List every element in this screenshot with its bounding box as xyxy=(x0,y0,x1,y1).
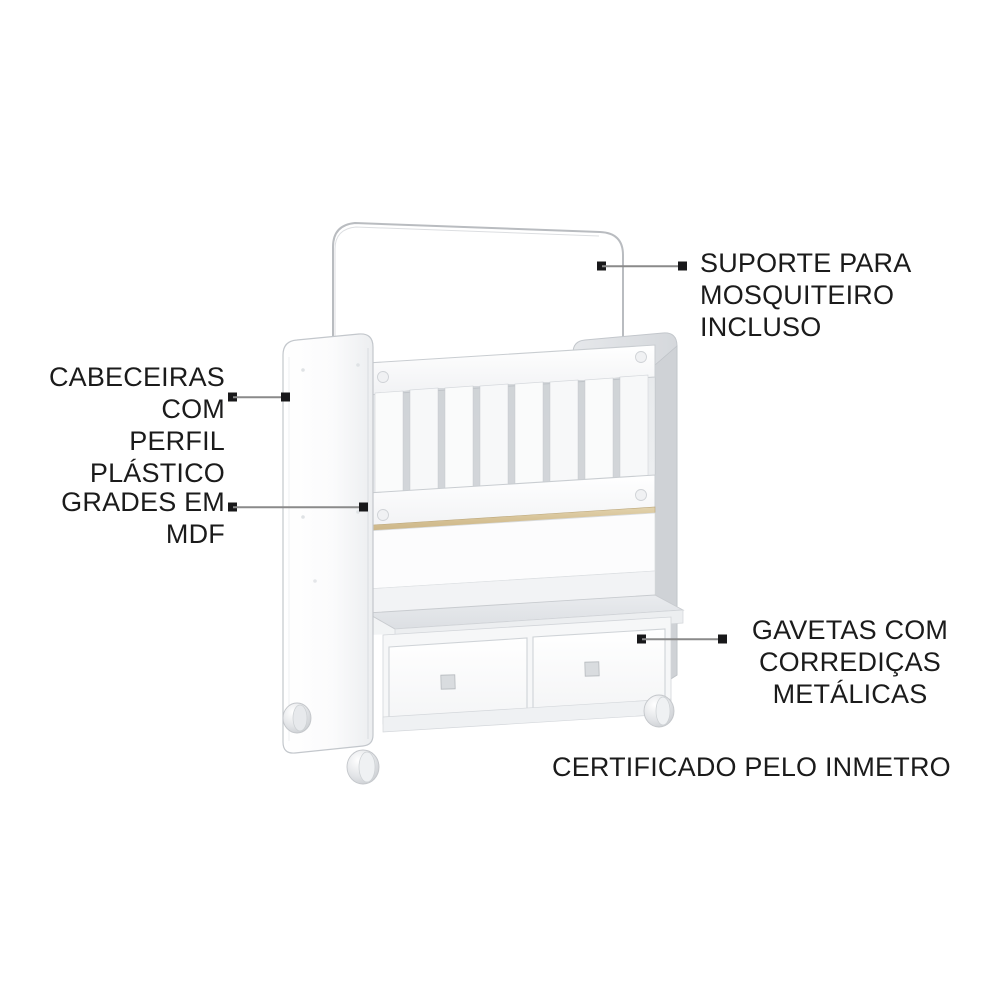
slat-group xyxy=(374,374,649,505)
mosquito-net-arch xyxy=(332,221,624,561)
callout-label-grades: GRADES EM MDF xyxy=(61,487,225,549)
leader-line-gavetas xyxy=(637,634,727,644)
leader-line-segment xyxy=(602,265,682,267)
leader-line-segment xyxy=(233,396,285,398)
leader-dot-label xyxy=(718,634,727,644)
callout-label-cabeceiras: CABECEIRAS COM PERFIL PLÁSTICO xyxy=(48,362,225,488)
leader-line-segment xyxy=(642,638,722,640)
caster-front-left xyxy=(346,749,380,785)
leader-dot-label xyxy=(228,392,237,402)
caster-group xyxy=(282,694,675,785)
product-illustration xyxy=(255,205,725,805)
caster-rear-left xyxy=(282,702,312,734)
left-headboard-panel xyxy=(282,333,374,754)
callout-label-inmetro: CERTIFICADO PELO INMETRO xyxy=(552,752,951,782)
screw-cap xyxy=(635,351,647,363)
slat-gap-shadow xyxy=(403,377,620,501)
leader-line-grades xyxy=(228,502,368,512)
leader-dot-anchor xyxy=(637,634,646,644)
drawer-handle-left xyxy=(440,674,456,690)
screw-cap xyxy=(377,371,389,383)
drawer-unit xyxy=(382,616,672,733)
leader-dot-anchor xyxy=(597,261,606,271)
drawer-right xyxy=(532,628,666,714)
screw-cap xyxy=(377,509,389,521)
leader-line-suporte xyxy=(597,261,687,271)
leader-dot-label xyxy=(678,261,687,271)
slat-rail xyxy=(366,344,656,532)
leader-dot-anchor xyxy=(359,502,368,512)
callout-label-gavetas: GAVETAS COM CORREDIÇAS METÁLICAS xyxy=(751,615,949,709)
leader-line-segment xyxy=(233,506,363,508)
drawer-handle-right xyxy=(584,661,600,677)
screw-cap-group xyxy=(377,351,647,521)
leader-dot-label xyxy=(228,502,237,512)
leader-line-cabeceiras xyxy=(228,392,290,402)
leader-dot-anchor xyxy=(281,392,290,402)
callout-label-suporte-mosquiteiro: SUPORTE PARA MOSQUITEIRO INCLUSO xyxy=(700,248,912,342)
carcass-body xyxy=(366,512,656,616)
caster-front-right xyxy=(643,694,675,728)
screw-cap xyxy=(635,489,647,501)
